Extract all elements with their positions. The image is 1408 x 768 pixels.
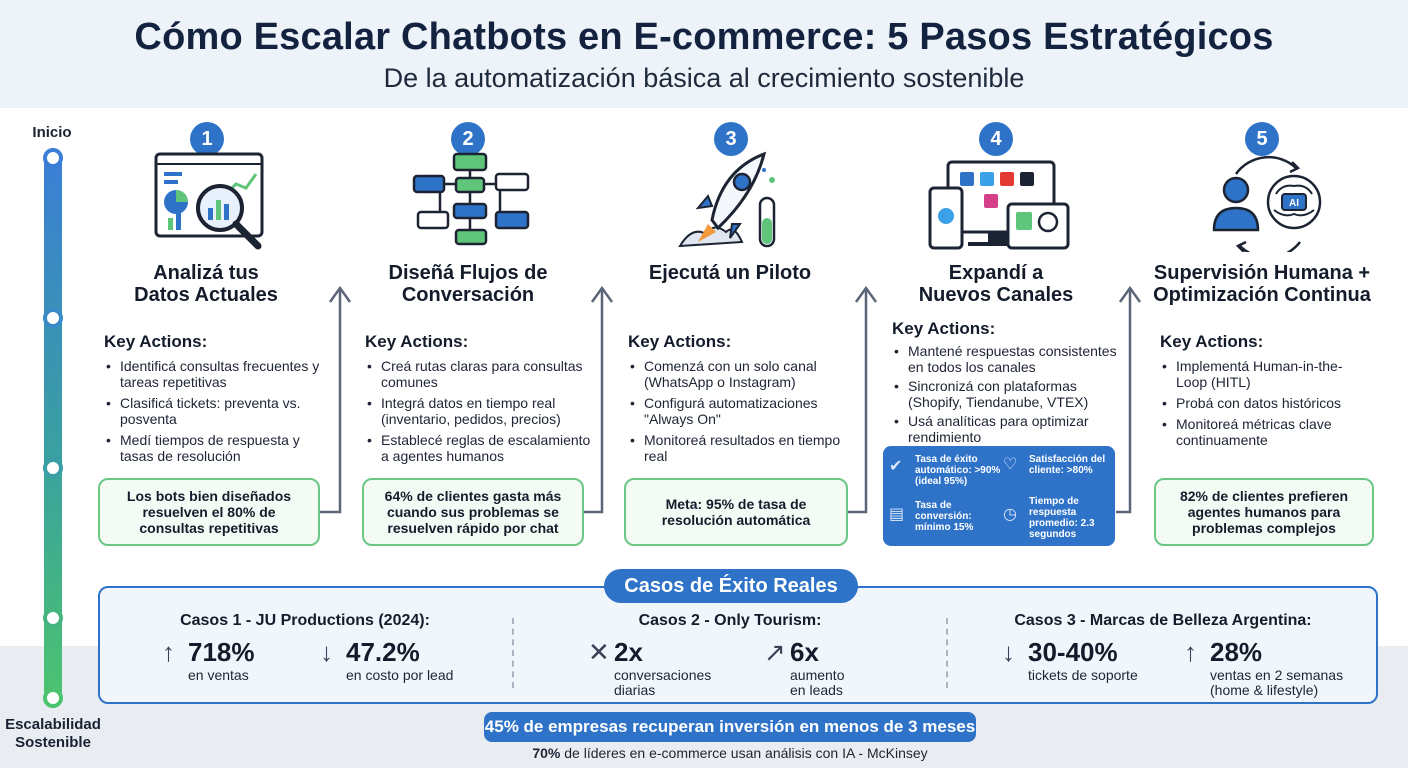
timeline-node [43,688,63,708]
check-badge-icon: ✔ [889,458,903,475]
step-title: Diseñá Flujos de Conversación [388,262,548,306]
key-actions-list: Implementá Human-in-the-Loop (HITL) Prob… [1160,358,1356,453]
step-title: Supervisión Humana + Optimización Contin… [1153,262,1371,306]
key-actions-label: Key Actions: [104,332,208,351]
step-number: 2 [451,122,485,156]
list-item: Probá con datos históricos [1160,395,1356,411]
case-2-title: Casos 2 - Only Tourism: [638,612,822,629]
timeline-end-label: Escalabilidad Sostenible [5,716,101,751]
kpi-conversion: Tasa de conversión: mínimo 15% [915,500,974,533]
connector-arrow [848,290,868,514]
arrow-up-icon: ↑ [162,637,175,667]
arrow-up-icon: ↑ [1184,637,1197,667]
case-2-metric-conversations: ✕ 2x conversaciones diarias [588,637,712,698]
step-title: Ejecutá un Piloto [648,262,812,284]
case-3-title: Casos 3 - Marcas de Belleza Argentina: [1014,612,1312,629]
list-item: Implementá Human-in-the-Loop (HITL) [1160,358,1356,390]
step-number: 1 [190,122,224,156]
case-1-metric-sales: ↑ 718% en ventas [162,637,255,683]
key-actions-label: Key Actions: [1160,332,1264,351]
list-item: Monitoreá métricas clave continuamente [1160,416,1356,448]
list-item: Sincronizá con plataformas (Shopify, Tie… [892,378,1128,410]
trend-up-icon: ↗ [764,637,786,667]
success-cases-heading: Casos de Éxito Reales [604,569,858,603]
connector-arrow [320,290,342,514]
page-title: Cómo Escalar Chatbots en E-commerce: 5 P… [134,16,1274,58]
list-item: Configurá automatizaciones "Always On" [628,395,848,427]
analytics-magnifier-icon [154,152,264,250]
multichannel-devices-icon [928,160,1070,250]
arrow-down-icon: ↓ [1002,637,1015,667]
stat-box: 82% de clientes prefieren agentes humano… [1154,478,1374,546]
timeline-start-label: Inicio [32,124,72,141]
svg-text:AI: AI [1289,198,1299,209]
page-subtitle: De la automatización básica al crecimien… [383,63,1025,93]
heart-hand-icon: ♡ [1003,456,1018,473]
roi-highlight: 45% de empresas recuperan inversión en m… [484,712,976,742]
key-actions-label: Key Actions: [892,319,996,338]
connector-arrow [584,290,604,514]
list-item: Creá rutas claras para consultas comunes [365,358,597,390]
case-1-metric-cpl: ↓ 47.2% en costo por lead [320,637,454,683]
key-actions-list: Comenzá con un solo canal (WhatsApp o In… [628,358,848,469]
kpi-satisfaction: Satisfacción del cliente: >80% [1029,454,1106,476]
divider [512,618,514,688]
key-actions-list: Mantené respuestas consistentes en todos… [892,343,1128,450]
list-item: Monitoreá resultados en tiempo real [628,432,848,464]
step-number: 5 [1245,122,1279,156]
case-2-metric-leads: ↗ 6x aumento en leads [764,637,845,698]
stat-box: Meta: 95% de tasa de resolución automáti… [624,478,848,546]
list-item: Usá analíticas para optimizar rendimient… [892,413,1128,445]
step-title: Analizá tus Datos Actuales [134,262,278,306]
list-item: Mantené respuestas consistentes en todos… [892,343,1128,375]
key-actions-list: Creá rutas claras para consultas comunes… [365,358,597,469]
kpi-success-rate: Tasa de éxito automático: >90% (ideal 95… [915,454,1001,487]
connector-arrow [1116,290,1132,514]
list-item: Comenzá con un solo canal (WhatsApp o In… [628,358,848,390]
key-actions-label: Key Actions: [628,332,732,351]
list-item: Clasificá tickets: preventa vs. posventa [104,395,324,427]
timeline-bar [44,154,62,700]
case-3-metric-tickets: ↓ 30-40% tickets de soporte [1002,637,1138,683]
key-actions-list: Identificá consultas frecuentes y tareas… [104,358,324,469]
list-item: Establecé reglas de escalamiento a agent… [365,432,597,464]
multiply-icon: ✕ [588,637,610,667]
list-item: Integrá datos en tiempo real (inventario… [365,395,597,427]
human-ai-icon: AI [1212,155,1322,252]
rocket-icon [678,151,776,248]
step-number: 4 [979,122,1013,156]
step-title: Expandí a Nuevos Canales [918,262,1074,306]
key-actions-label: Key Actions: [365,332,469,351]
stopwatch-icon: ◷ [1003,506,1017,523]
flowchart-chat-icon [412,152,530,246]
source-note: 70% de líderes en e-commerce usan anális… [532,745,928,761]
step-number: 3 [714,122,748,156]
timeline-node [43,458,63,478]
case-3-metric-sales: ↑ 28% ventas en 2 semanas (home & lifest… [1184,637,1344,698]
timeline-node [43,308,63,328]
stat-box: Los bots bien diseñados resuelven el 80%… [98,478,320,546]
timeline-node [43,148,63,168]
timeline-node [43,608,63,628]
case-1-title: Casos 1 - JU Productions (2024): [180,612,430,629]
arrow-down-icon: ↓ [320,637,333,667]
divider [946,618,948,688]
bar-chart-icon: ▤ [889,506,905,523]
list-item: Medí tiempos de respuesta y tasas de res… [104,432,324,464]
kpi-response-time: Tiempo de respuesta promedio: 2.3 segund… [1029,496,1095,540]
stat-box: 64% de clientes gasta más cuando sus pro… [362,478,584,546]
header: Cómo Escalar Chatbots en E-commerce: 5 P… [0,0,1408,108]
list-item: Identificá consultas frecuentes y tareas… [104,358,324,390]
kpi-panel: ✔ Tasa de éxito automático: >90% (ideal … [883,446,1115,546]
